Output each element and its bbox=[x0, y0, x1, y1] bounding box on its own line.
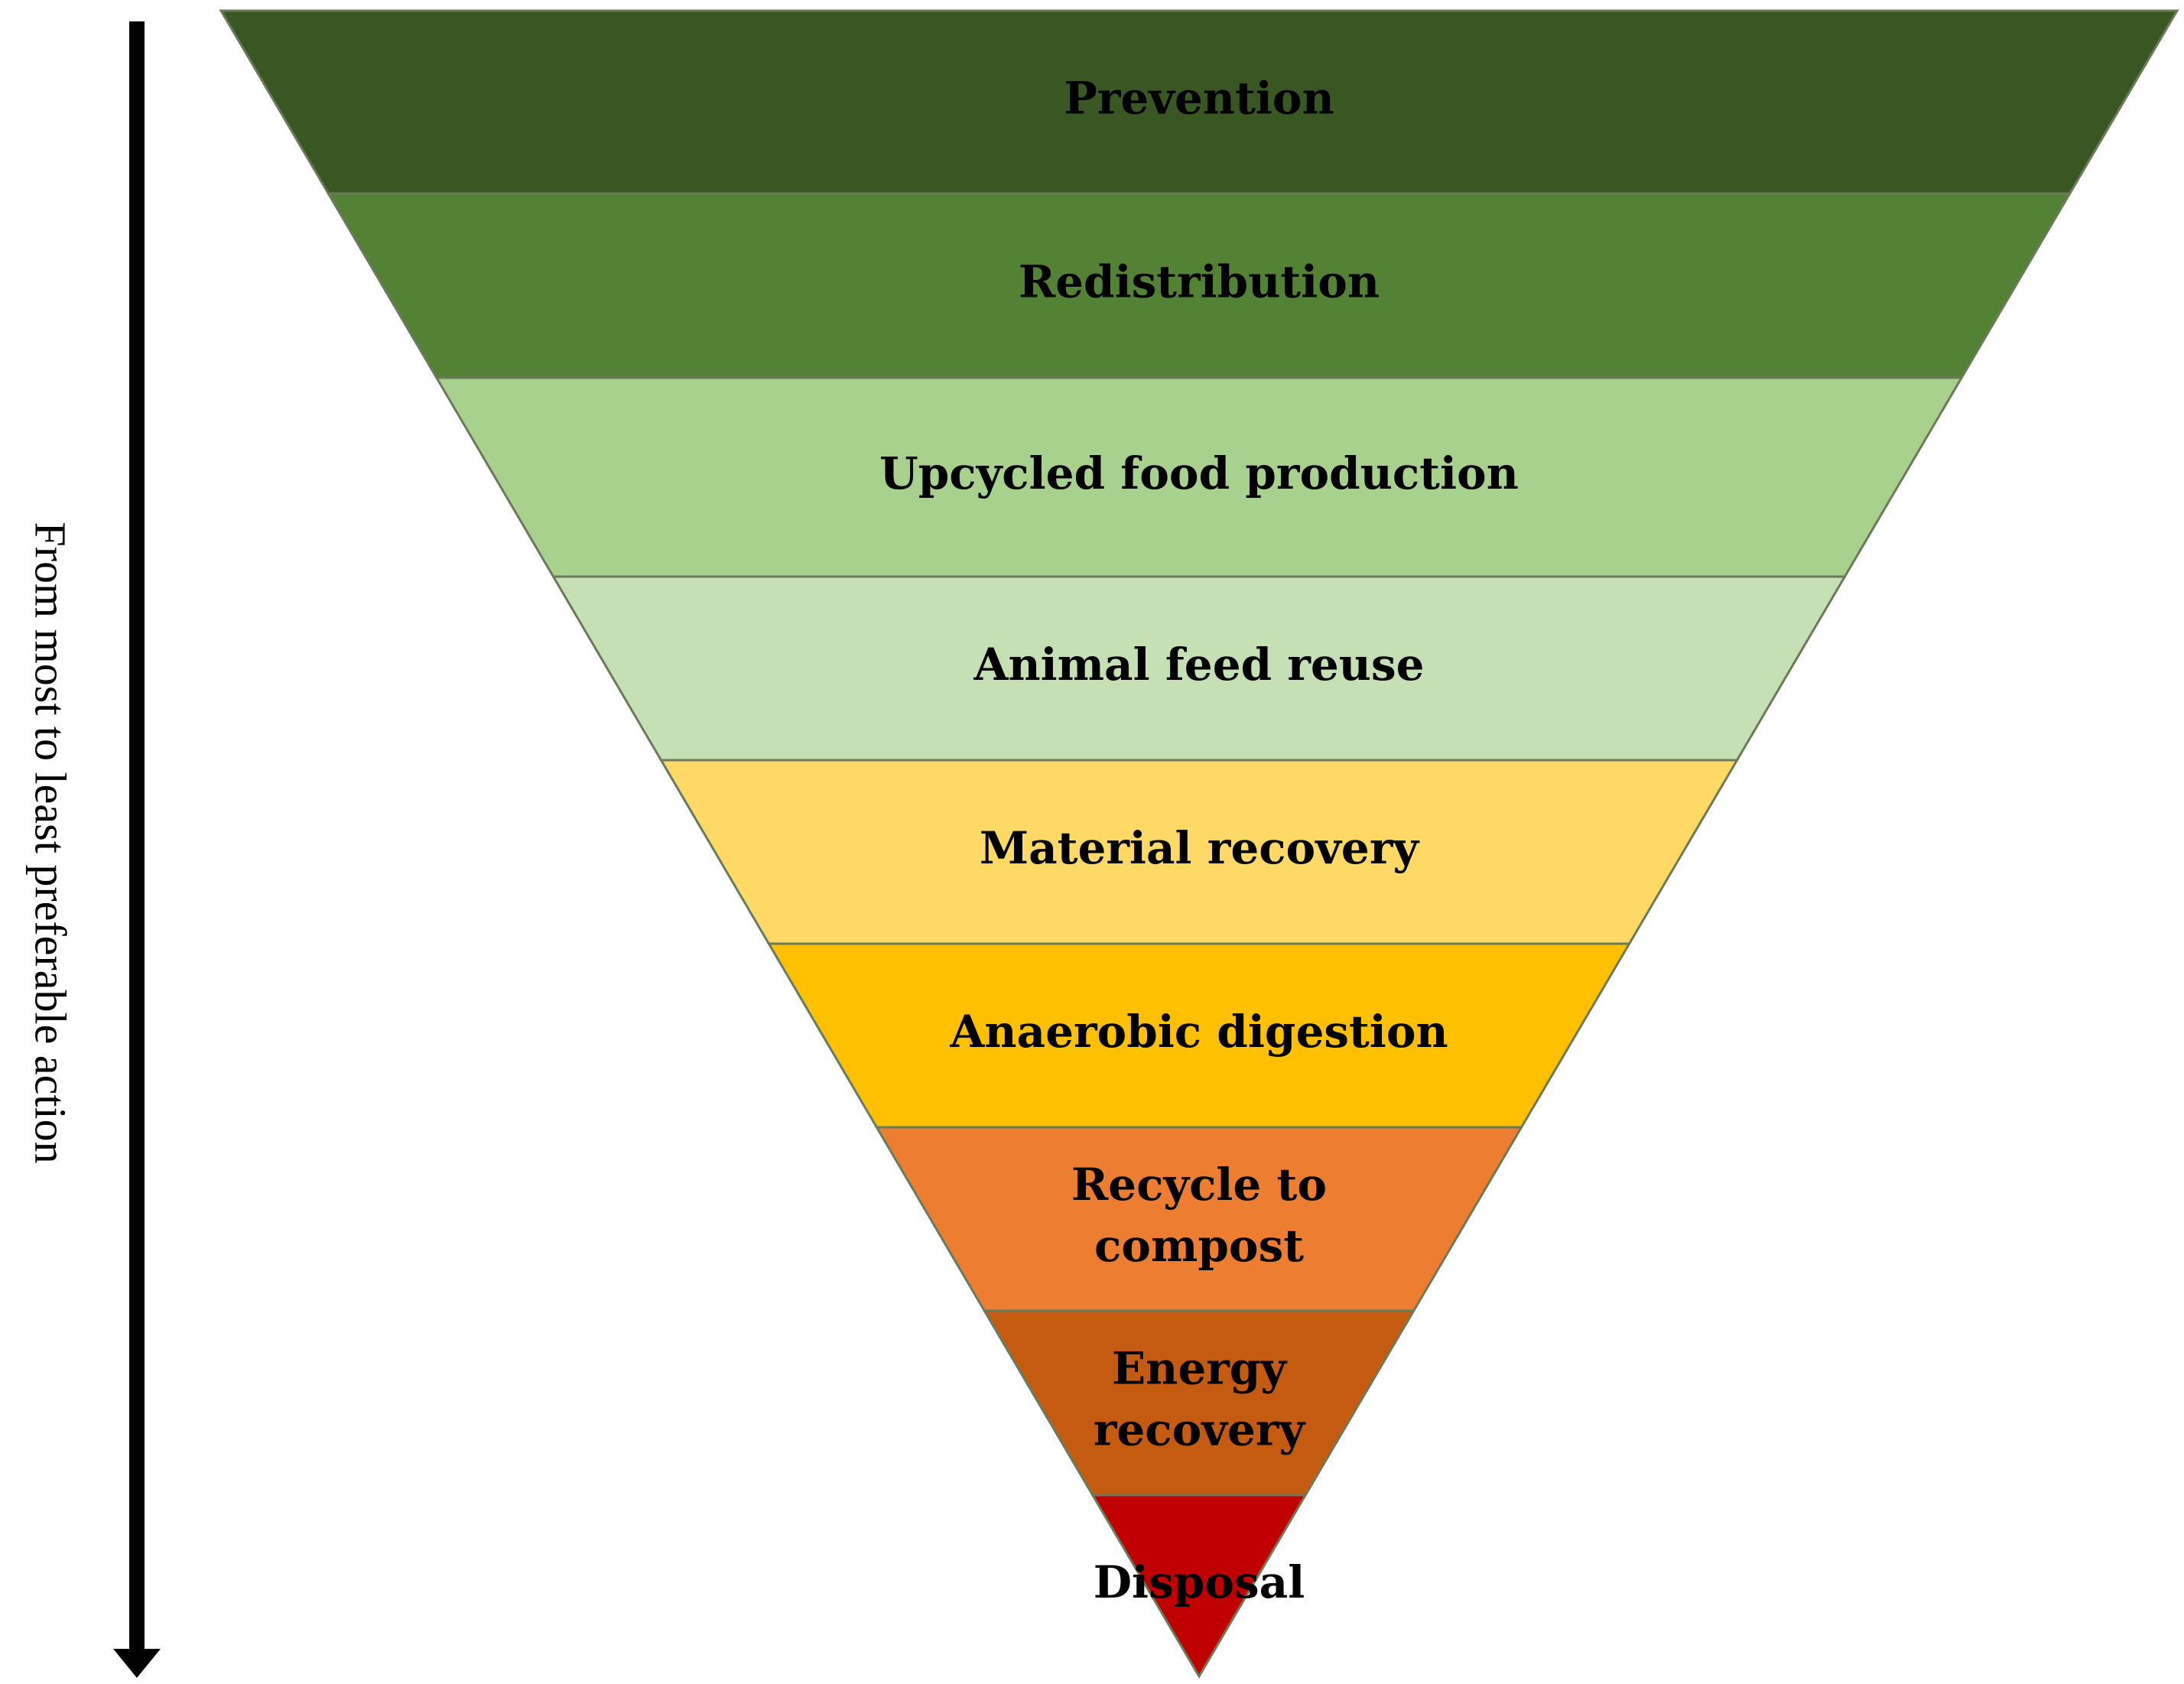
preference-arrow bbox=[113, 21, 161, 1678]
tier-recycle-to-compost-band bbox=[874, 1126, 1524, 1312]
tier-energy-recovery-band bbox=[982, 1309, 1416, 1497]
tier-material-recovery-label: Material recovery bbox=[980, 822, 1420, 874]
tier-upcycled-food-production-label: Upcycled food production bbox=[879, 447, 1519, 499]
tier-recycle-to-compost-label-line-1: Recycle to bbox=[1071, 1159, 1327, 1211]
tier-disposal-label: Disposal bbox=[1094, 1556, 1305, 1608]
tier-animal-feed-reuse-label: Animal feed reuse bbox=[973, 639, 1424, 691]
preference-arrow-shaft bbox=[129, 21, 145, 1650]
preference-axis-label: From most to least preferable action bbox=[26, 522, 76, 1163]
tier-energy-recovery-label-line-2: recovery bbox=[1094, 1404, 1307, 1456]
tier-energy-recovery-label-line-1: Energy bbox=[1112, 1343, 1288, 1395]
tier-prevention-label: Prevention bbox=[1064, 73, 1334, 125]
tier-anaerobic-digestion-label: Anaerobic digestion bbox=[949, 1006, 1448, 1058]
tier-redistribution-label: Redistribution bbox=[1019, 256, 1380, 308]
preference-arrow-head bbox=[113, 1649, 161, 1678]
tier-recycle-to-compost-label-line-2: compost bbox=[1094, 1220, 1304, 1272]
tier-disposal-band bbox=[1090, 1494, 1308, 1679]
